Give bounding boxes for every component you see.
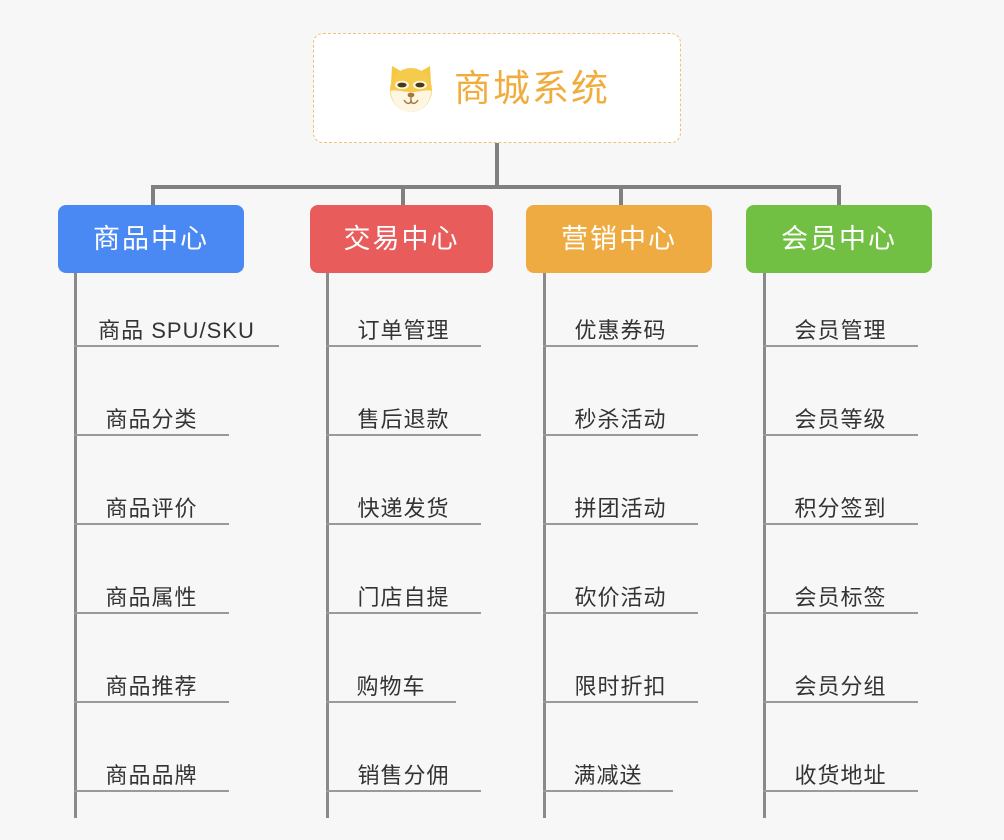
leaf-item-2-4[interactable]: 限时折扣 — [543, 659, 698, 703]
leaf-item-3-5[interactable]: 收货地址 — [763, 748, 918, 792]
leaf-label-0-4: 商品推荐 — [105, 673, 198, 699]
leaf-label-2-2: 拼团活动 — [574, 495, 667, 521]
leaf-item-1-5[interactable]: 销售分佣 — [326, 748, 481, 792]
leaf-item-3-3[interactable]: 会员标签 — [763, 570, 918, 614]
leaf-item-1-2[interactable]: 快递发货 — [326, 481, 481, 525]
leaf-label-0-0: 商品 SPU/SKU — [98, 317, 255, 343]
leaf-label-3-2: 积分签到 — [794, 495, 887, 521]
leaf-item-1-0[interactable]: 订单管理 — [326, 303, 481, 347]
leaf-label-3-1: 会员等级 — [794, 406, 887, 432]
branch-spine-2 — [543, 273, 546, 818]
leaf-item-3-2[interactable]: 积分签到 — [763, 481, 918, 525]
leaf-label-1-2: 快递发货 — [357, 495, 450, 521]
leaf-label-2-4: 限时折扣 — [574, 673, 667, 699]
connector-drop-3 — [619, 185, 623, 207]
connector-root-stem — [495, 143, 499, 187]
leaf-label-1-4: 购物车 — [356, 673, 426, 699]
connector-drop-2 — [401, 185, 405, 207]
connector-drop-4 — [837, 185, 841, 207]
leaf-item-0-2[interactable]: 商品评价 — [74, 481, 229, 525]
leaf-item-3-1[interactable]: 会员等级 — [763, 392, 918, 436]
leaf-item-2-0[interactable]: 优惠券码 — [543, 303, 698, 347]
category-label-3: 会员中心 — [781, 223, 897, 254]
branch-spine-1 — [326, 273, 329, 818]
leaf-item-1-4[interactable]: 购物车 — [326, 659, 456, 703]
leaf-label-0-2: 商品评价 — [105, 495, 198, 521]
category-header-0[interactable]: 商品中心 — [58, 205, 244, 273]
leaf-item-2-3[interactable]: 砍价活动 — [543, 570, 698, 614]
leaf-item-0-0[interactable]: 商品 SPU/SKU — [74, 303, 279, 347]
shiba-dog-icon — [384, 60, 438, 116]
branch-spine-0 — [74, 273, 77, 818]
leaf-label-0-1: 商品分类 — [105, 406, 198, 432]
leaf-label-1-1: 售后退款 — [357, 406, 450, 432]
leaf-item-1-3[interactable]: 门店自提 — [326, 570, 481, 614]
leaf-item-0-4[interactable]: 商品推荐 — [74, 659, 229, 703]
leaf-label-0-5: 商品品牌 — [105, 762, 198, 788]
leaf-label-1-0: 订单管理 — [357, 317, 450, 343]
category-header-3[interactable]: 会员中心 — [746, 205, 932, 273]
leaf-label-2-1: 秒杀活动 — [574, 406, 667, 432]
leaf-label-1-5: 销售分佣 — [357, 762, 450, 788]
branch-spine-3 — [763, 273, 766, 818]
leaf-item-0-1[interactable]: 商品分类 — [74, 392, 229, 436]
leaf-item-3-0[interactable]: 会员管理 — [763, 303, 918, 347]
category-header-2[interactable]: 营销中心 — [526, 205, 712, 273]
category-label-0: 商品中心 — [93, 223, 209, 254]
leaf-label-3-0: 会员管理 — [794, 317, 887, 343]
leaf-label-2-5: 满减送 — [573, 762, 643, 788]
leaf-label-3-4: 会员分组 — [794, 673, 887, 699]
leaf-item-0-5[interactable]: 商品品牌 — [74, 748, 229, 792]
category-header-1[interactable]: 交易中心 — [310, 205, 493, 273]
leaf-label-0-3: 商品属性 — [105, 584, 198, 610]
root-title: 商城系统 — [454, 67, 610, 109]
leaf-label-1-3: 门店自提 — [357, 584, 450, 610]
connector-horizontal-bus — [151, 185, 841, 189]
leaf-item-0-3[interactable]: 商品属性 — [74, 570, 229, 614]
leaf-item-3-4[interactable]: 会员分组 — [763, 659, 918, 703]
leaf-label-3-5: 收货地址 — [794, 762, 887, 788]
leaf-item-2-5[interactable]: 满减送 — [543, 748, 673, 792]
leaf-item-2-2[interactable]: 拼团活动 — [543, 481, 698, 525]
leaf-item-1-1[interactable]: 售后退款 — [326, 392, 481, 436]
connector-drop-1 — [151, 185, 155, 207]
category-label-2: 营销中心 — [561, 223, 677, 254]
leaf-item-2-1[interactable]: 秒杀活动 — [543, 392, 698, 436]
category-label-1: 交易中心 — [343, 223, 460, 254]
leaf-label-3-3: 会员标签 — [794, 584, 887, 610]
leaf-label-2-3: 砍价活动 — [574, 584, 667, 610]
root-node-mall-system[interactable]: 商城系统 — [313, 33, 681, 143]
leaf-label-2-0: 优惠券码 — [574, 317, 667, 343]
